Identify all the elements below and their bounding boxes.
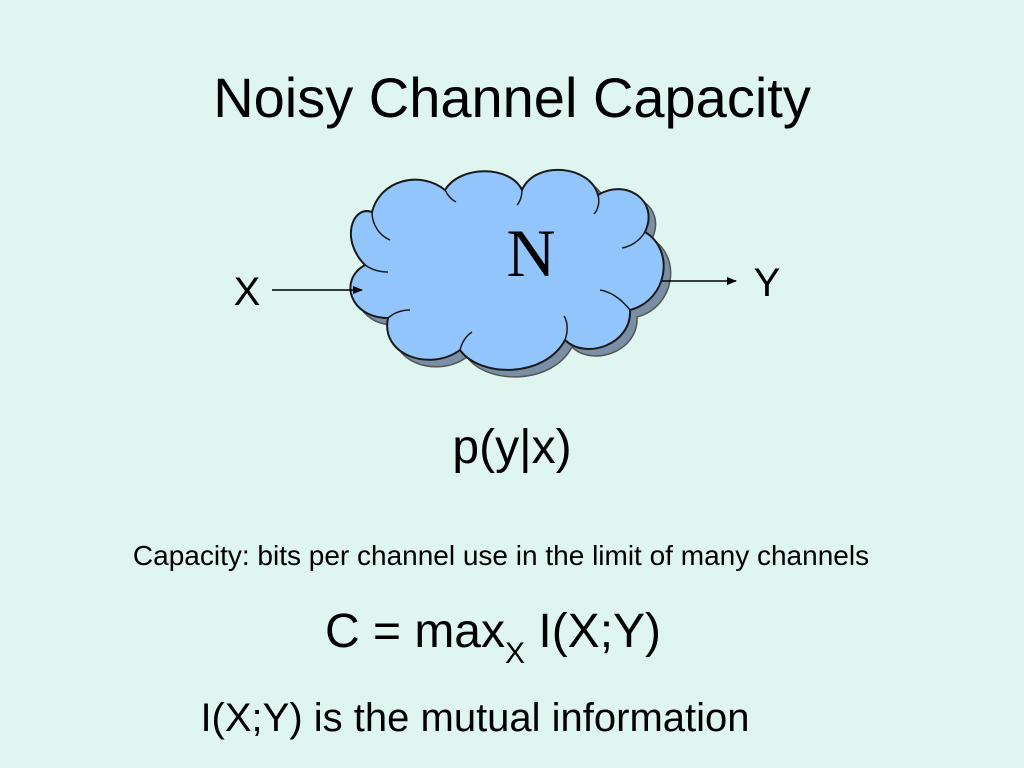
formula-subscript: X — [505, 637, 526, 670]
capacity-formula: C = maxX I(X;Y) — [0, 600, 986, 670]
capacity-caption: Capacity: bits per channel use in the li… — [132, 540, 870, 571]
channel-label: N — [506, 215, 555, 291]
formula-prefix: C = max — [324, 605, 505, 658]
input-label: X — [234, 270, 261, 314]
formula-suffix: I(X;Y) — [525, 605, 662, 658]
mutual-information-definition: I(X;Y) is the mutual information — [200, 696, 750, 740]
transition-probability: p(y|x) — [452, 421, 572, 474]
cloud-lobe-lines — [364, 189, 646, 351]
output-label: Y — [754, 261, 781, 305]
slide-title: Noisy Channel Capacity — [213, 66, 811, 129]
